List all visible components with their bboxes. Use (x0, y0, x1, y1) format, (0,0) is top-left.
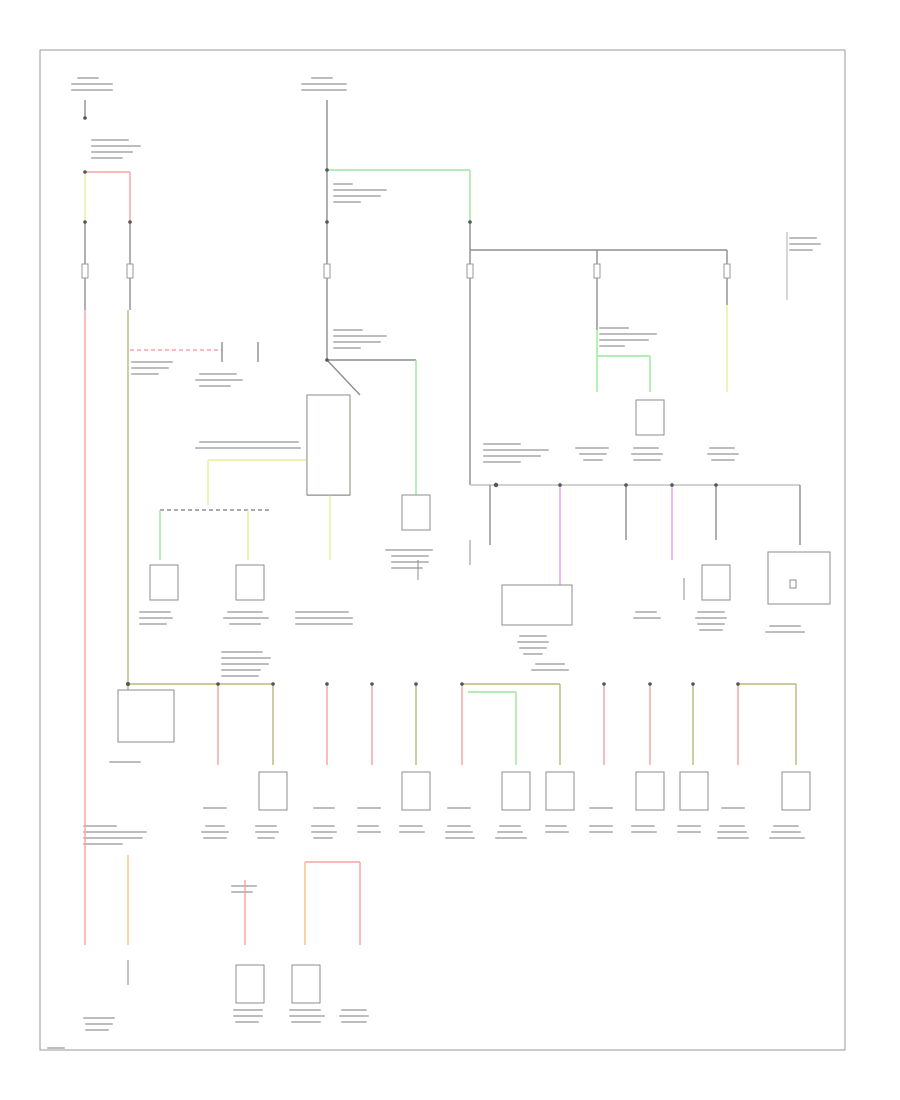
splice-icon (414, 682, 418, 686)
fuses (81, 263, 731, 279)
component-box (401, 494, 431, 531)
splice-icon (691, 682, 695, 686)
component-box (501, 771, 531, 811)
component-box (235, 964, 265, 1004)
component-box (635, 771, 665, 811)
component-box (781, 771, 811, 811)
components (117, 394, 831, 1004)
splice-icon (670, 483, 674, 487)
start-switch-box (117, 689, 175, 743)
bottom-row-labels (201, 807, 805, 839)
splice-icon (126, 682, 130, 686)
fuse-icon (323, 263, 331, 279)
splice-icon (493, 482, 499, 488)
wire-center-switch (326, 359, 361, 396)
splice-icon (325, 358, 329, 362)
splice-icon (460, 682, 464, 686)
splice-icon (128, 220, 132, 224)
splice-icon (216, 682, 220, 686)
splice-icon (83, 220, 87, 224)
component-box (501, 584, 573, 626)
splice-icon (370, 682, 374, 686)
component-box (258, 771, 288, 811)
component-box (291, 964, 321, 1004)
fuse-icon (466, 263, 474, 279)
splice-icon (558, 483, 562, 487)
component-box (235, 564, 265, 601)
fuse-icon (126, 263, 134, 279)
wires (84, 100, 801, 945)
fuse-icon (81, 263, 89, 279)
splice-icon (83, 116, 87, 120)
component-box (149, 564, 179, 601)
connector-icon (789, 579, 797, 589)
component-box (701, 564, 731, 601)
splice-icon (271, 682, 275, 686)
fuse-icon (593, 263, 601, 279)
splice-icon (325, 220, 329, 224)
component-box (545, 771, 575, 811)
grounds (127, 540, 685, 985)
splice-icon (325, 682, 329, 686)
splice-icon (325, 168, 329, 172)
component-box (679, 771, 709, 811)
diagram-frame (39, 49, 846, 1051)
illegible-labels (47, 77, 821, 1049)
splice-icon (736, 682, 740, 686)
splice-icon (83, 170, 87, 174)
splice-icon (648, 682, 652, 686)
splice-icon (714, 483, 718, 487)
splice-icon (602, 682, 606, 686)
splices (83, 116, 740, 686)
splice-icon (624, 483, 628, 487)
component-box (401, 771, 431, 811)
component-box (635, 399, 665, 436)
fuse-icon (723, 263, 731, 279)
splice-icon (468, 220, 472, 224)
relay-box (306, 394, 351, 496)
component-box (767, 551, 831, 605)
